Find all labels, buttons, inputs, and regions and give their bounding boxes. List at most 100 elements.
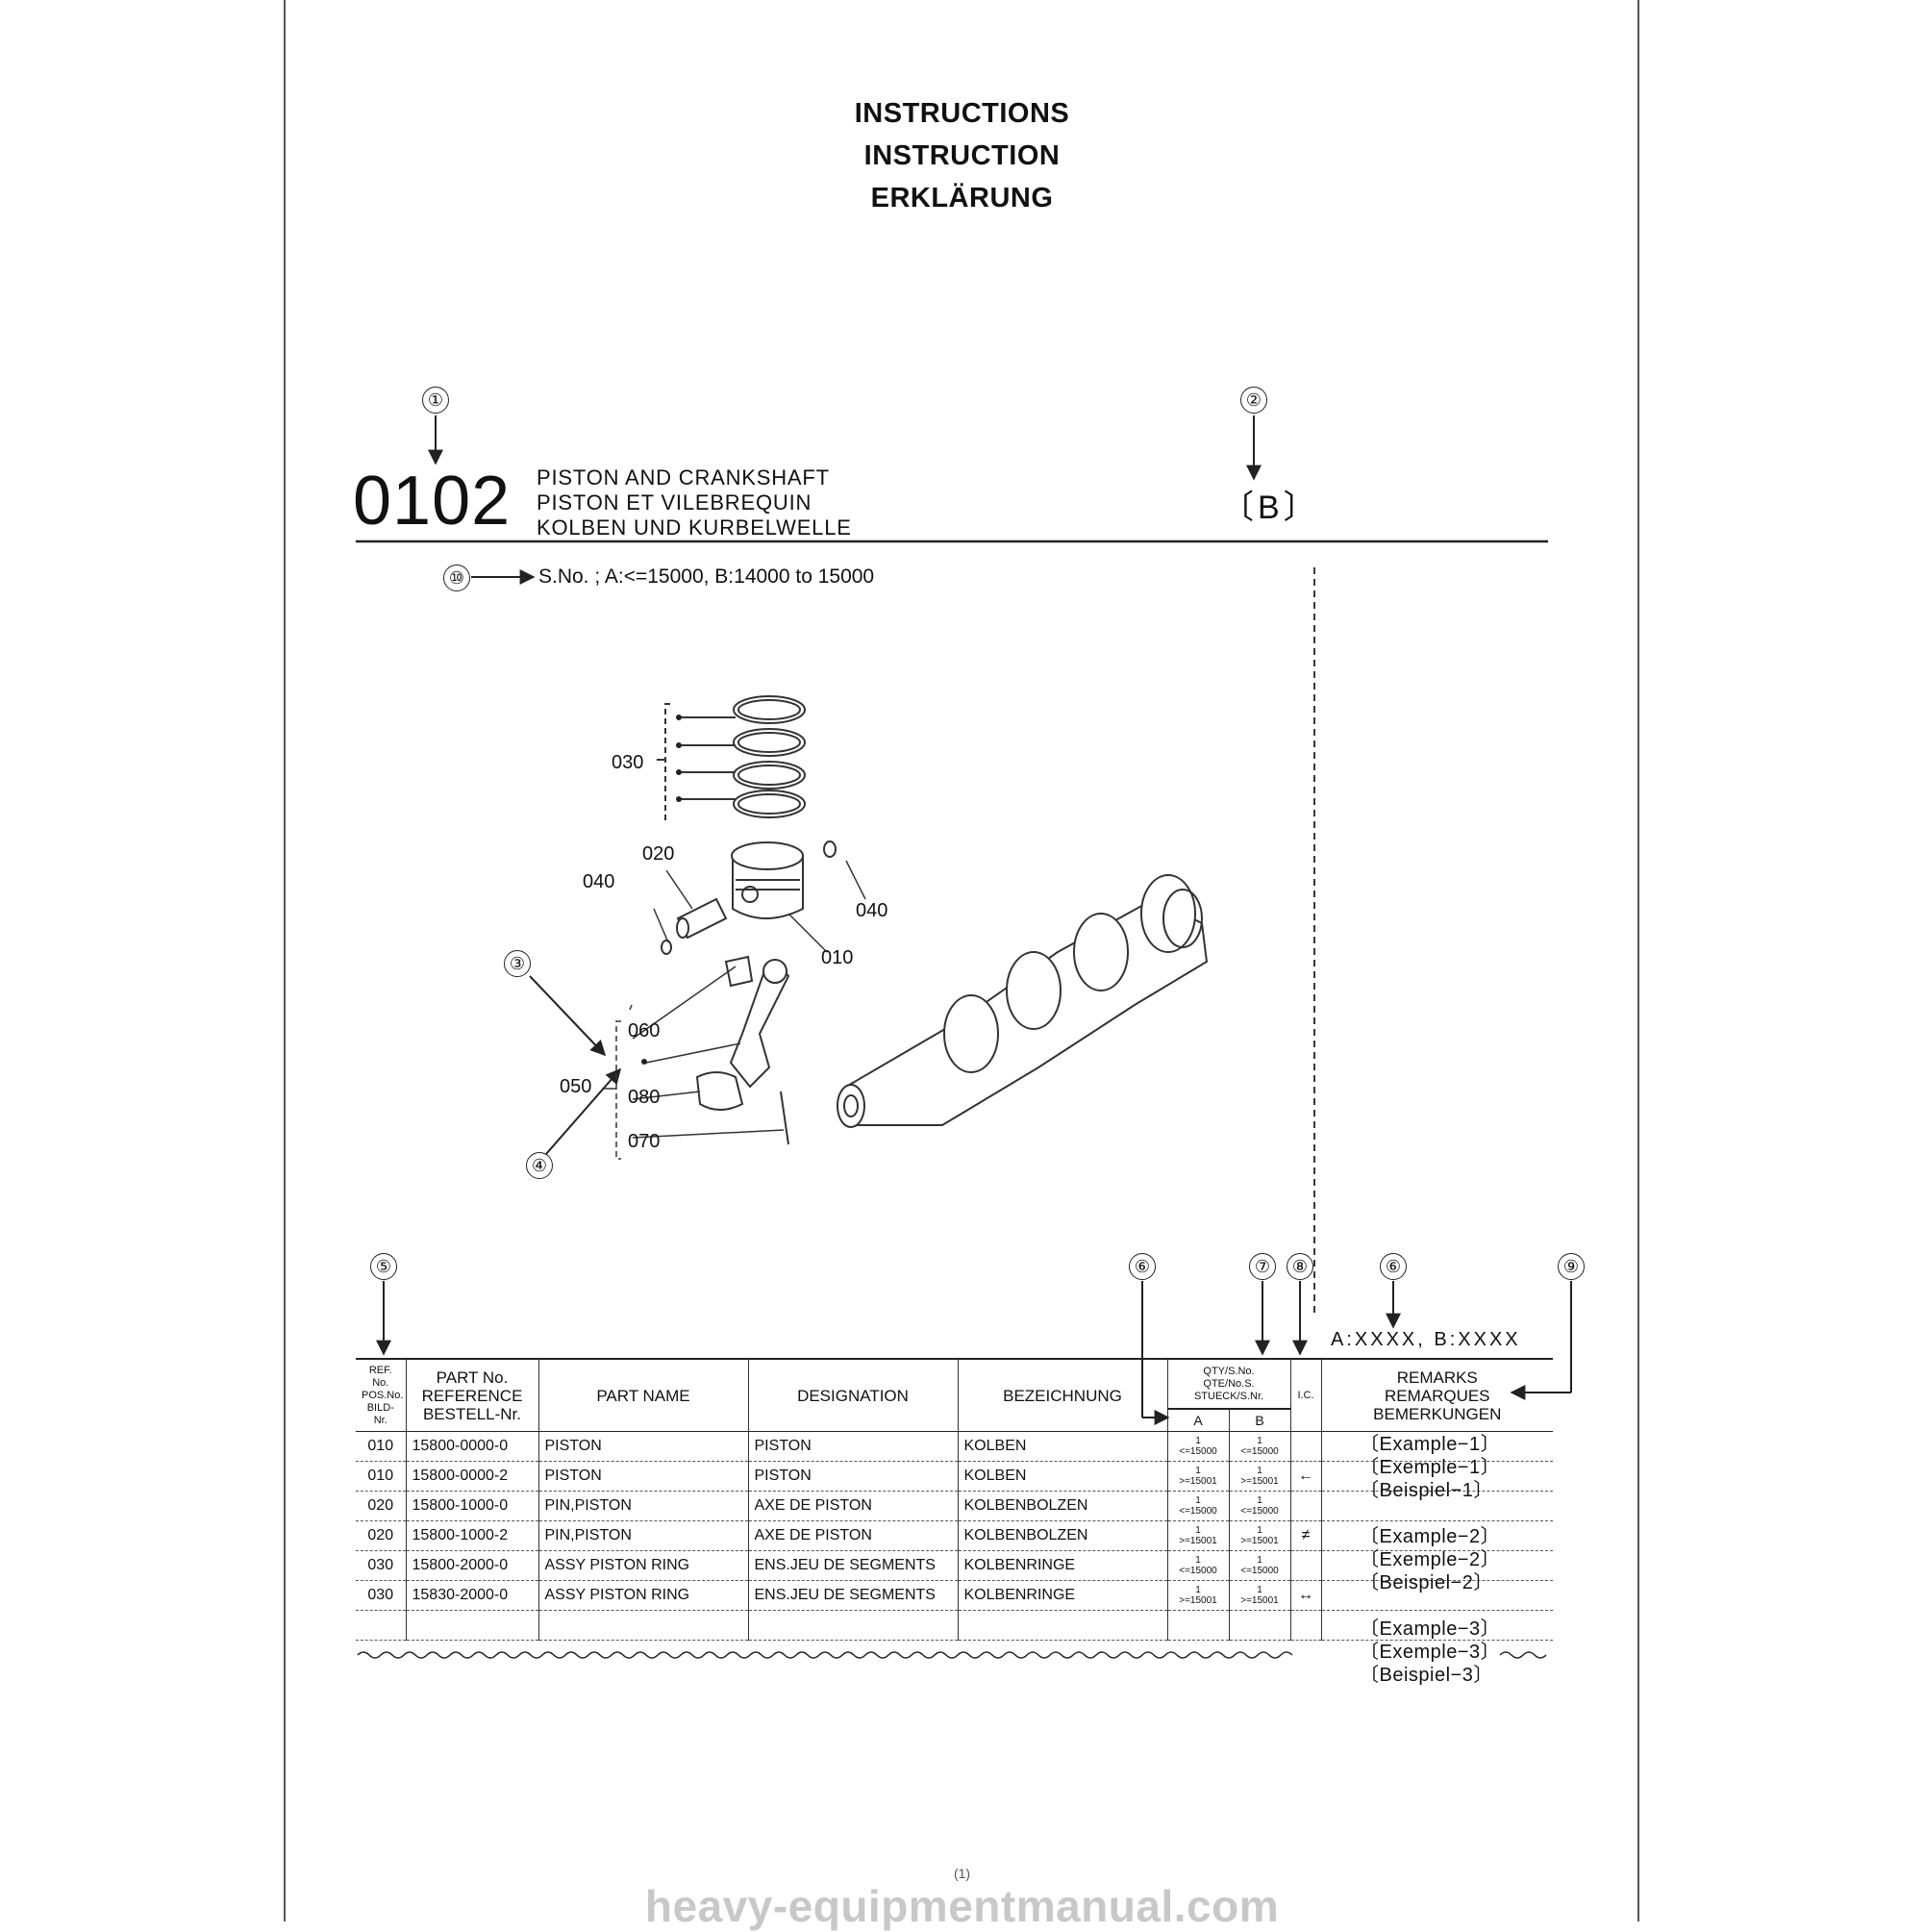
callout-3: ③ xyxy=(504,950,531,977)
cell-bez xyxy=(957,1610,1167,1641)
diagram-label-040-left: 040 xyxy=(583,871,615,892)
cell-bez: KOLBENRINGE xyxy=(957,1580,1167,1611)
cell-name xyxy=(537,1610,748,1641)
cell-part_no: 15800-1000-2 xyxy=(405,1520,538,1551)
cell-bez: KOLBEN xyxy=(957,1431,1167,1462)
header-ref: REF. No.POS.No.BILD-Nr. xyxy=(356,1358,406,1432)
remark-example: 〔Beispiel−3〕 xyxy=(1360,1665,1493,1686)
callout-1: ① xyxy=(422,387,449,414)
cell-designation: PISTON xyxy=(747,1431,958,1462)
remark-example: 〔Exemple−1〕 xyxy=(1360,1457,1501,1478)
header-designation: DESIGNATION xyxy=(747,1358,958,1432)
remark-example: 〔Example−3〕 xyxy=(1360,1618,1501,1640)
group-title-en: PISTON AND CRANKSHAFT xyxy=(537,465,830,489)
cell-ic xyxy=(1289,1431,1321,1462)
cell-remarks xyxy=(1320,1580,1553,1611)
cell-bez: KOLBEN xyxy=(957,1461,1167,1492)
cell-name: ASSY PISTON RING xyxy=(537,1580,748,1611)
cell-qb: 1 <=15000 xyxy=(1228,1491,1290,1521)
cell-designation: PISTON xyxy=(747,1461,958,1492)
remark-example: 〔Example−1〕 xyxy=(1360,1434,1501,1455)
callout-10: ⑩ xyxy=(443,565,470,591)
page-number: (1) xyxy=(953,1866,971,1881)
piston-pin-drawing xyxy=(661,897,728,955)
cell-designation: ENS.JEU DE SEGMENTS xyxy=(747,1580,958,1611)
cell-designation xyxy=(747,1610,958,1641)
crankshaft-drawing xyxy=(837,874,1209,1128)
callout-4: ④ xyxy=(526,1152,553,1179)
diagram-label-010: 010 xyxy=(821,947,854,968)
cell-ic: ↔ xyxy=(1289,1580,1321,1611)
cell-qb: 1 >=15001 xyxy=(1228,1580,1290,1611)
header-qty-a: A xyxy=(1166,1408,1229,1432)
cell-ref xyxy=(356,1610,406,1641)
callout-8: ⑧ xyxy=(1287,1253,1313,1280)
group-title-fr: PISTON ET VILEBREQUIN xyxy=(537,490,812,514)
group-title-de: KOLBEN UND KURBELWELLE xyxy=(537,515,852,539)
cell-ic xyxy=(1289,1491,1321,1521)
cell-ref: 010 xyxy=(356,1461,406,1492)
diagram-label-060: 060 xyxy=(628,1020,661,1041)
cell-qb: 1 <=15000 xyxy=(1228,1431,1290,1462)
cell-ref: 020 xyxy=(356,1491,406,1521)
diagram-label-050: 050 xyxy=(560,1076,592,1097)
remark-example: 〔Beispiel−2〕 xyxy=(1360,1572,1493,1593)
cell-part_no: 15800-0000-2 xyxy=(405,1461,538,1492)
header-bezeichnung: BEZEICHNUNG xyxy=(957,1358,1167,1432)
cell-ref: 020 xyxy=(356,1520,406,1551)
diagram-label-030: 030 xyxy=(612,752,644,773)
cell-qb: 1 >=15001 xyxy=(1228,1461,1290,1492)
cell-qa: 1 >=15001 xyxy=(1166,1461,1229,1492)
cell-name: PISTON xyxy=(537,1431,748,1462)
cell-remarks xyxy=(1320,1610,1553,1641)
remark-example: 〔Example−2〕 xyxy=(1360,1526,1501,1547)
cell-remarks xyxy=(1320,1550,1553,1581)
header-ic: I.C. xyxy=(1289,1358,1321,1432)
diagram-label-070: 070 xyxy=(628,1131,661,1152)
header-qty-b: B xyxy=(1228,1408,1290,1432)
header-qty: QTY/S.No.QTE/No.S.STUECK/S.Nr. xyxy=(1166,1358,1290,1410)
cell-bez: KOLBENRINGE xyxy=(957,1550,1167,1581)
cell-ic: ← xyxy=(1289,1461,1321,1492)
serial-note: S.No. ; A:<=15000, B:14000 to 15000 xyxy=(538,565,875,588)
callout-6-left: ⑥ xyxy=(1129,1253,1156,1280)
cell-name: ASSY PISTON RING xyxy=(537,1550,748,1581)
callout-2: ② xyxy=(1240,387,1267,414)
diagram-label-080: 080 xyxy=(628,1087,661,1108)
cell-ic: ≠ xyxy=(1289,1520,1321,1551)
cell-part_no: 15800-1000-0 xyxy=(405,1491,538,1521)
diagram-label-040-right: 040 xyxy=(856,900,888,921)
cell-designation: AXE DE PISTON xyxy=(747,1520,958,1551)
cell-qa: 1 <=15000 xyxy=(1166,1491,1229,1521)
group-bracket: 〔B〕 xyxy=(1221,489,1320,526)
group-code: 0102 xyxy=(353,463,512,539)
remark-example: 〔Exemple−3〕 xyxy=(1360,1642,1501,1663)
cell-remarks xyxy=(1320,1431,1553,1462)
cell-part_no: 15800-0000-0 xyxy=(405,1431,538,1462)
cell-qa: 1 >=15001 xyxy=(1166,1580,1229,1611)
heading-en: INSTRUCTIONS xyxy=(854,98,1070,129)
cell-qa: 1 >=15001 xyxy=(1166,1520,1229,1551)
header-part-name: PART NAME xyxy=(537,1358,748,1432)
cell-designation: ENS.JEU DE SEGMENTS xyxy=(747,1550,958,1581)
cell-name: PIN,PISTON xyxy=(537,1491,748,1521)
piston-drawing xyxy=(731,841,837,919)
cell-ic xyxy=(1289,1550,1321,1581)
group-titles: PISTON AND CRANKSHAFT PISTON ET VILEBREQ… xyxy=(537,465,852,540)
cell-name: PIN,PISTON xyxy=(537,1520,748,1551)
piston-rings-drawing xyxy=(657,695,806,820)
watermark: heavy-equipmentmanual.com xyxy=(644,1881,1280,1931)
parts-table: REF. No.POS.No.BILD-Nr. PART No.REFERENC… xyxy=(356,1358,1553,1641)
table-row xyxy=(356,1610,1553,1641)
cell-part_no: 15830-2000-0 xyxy=(405,1580,538,1611)
cell-remarks xyxy=(1320,1461,1553,1492)
cell-ic xyxy=(1289,1610,1321,1641)
